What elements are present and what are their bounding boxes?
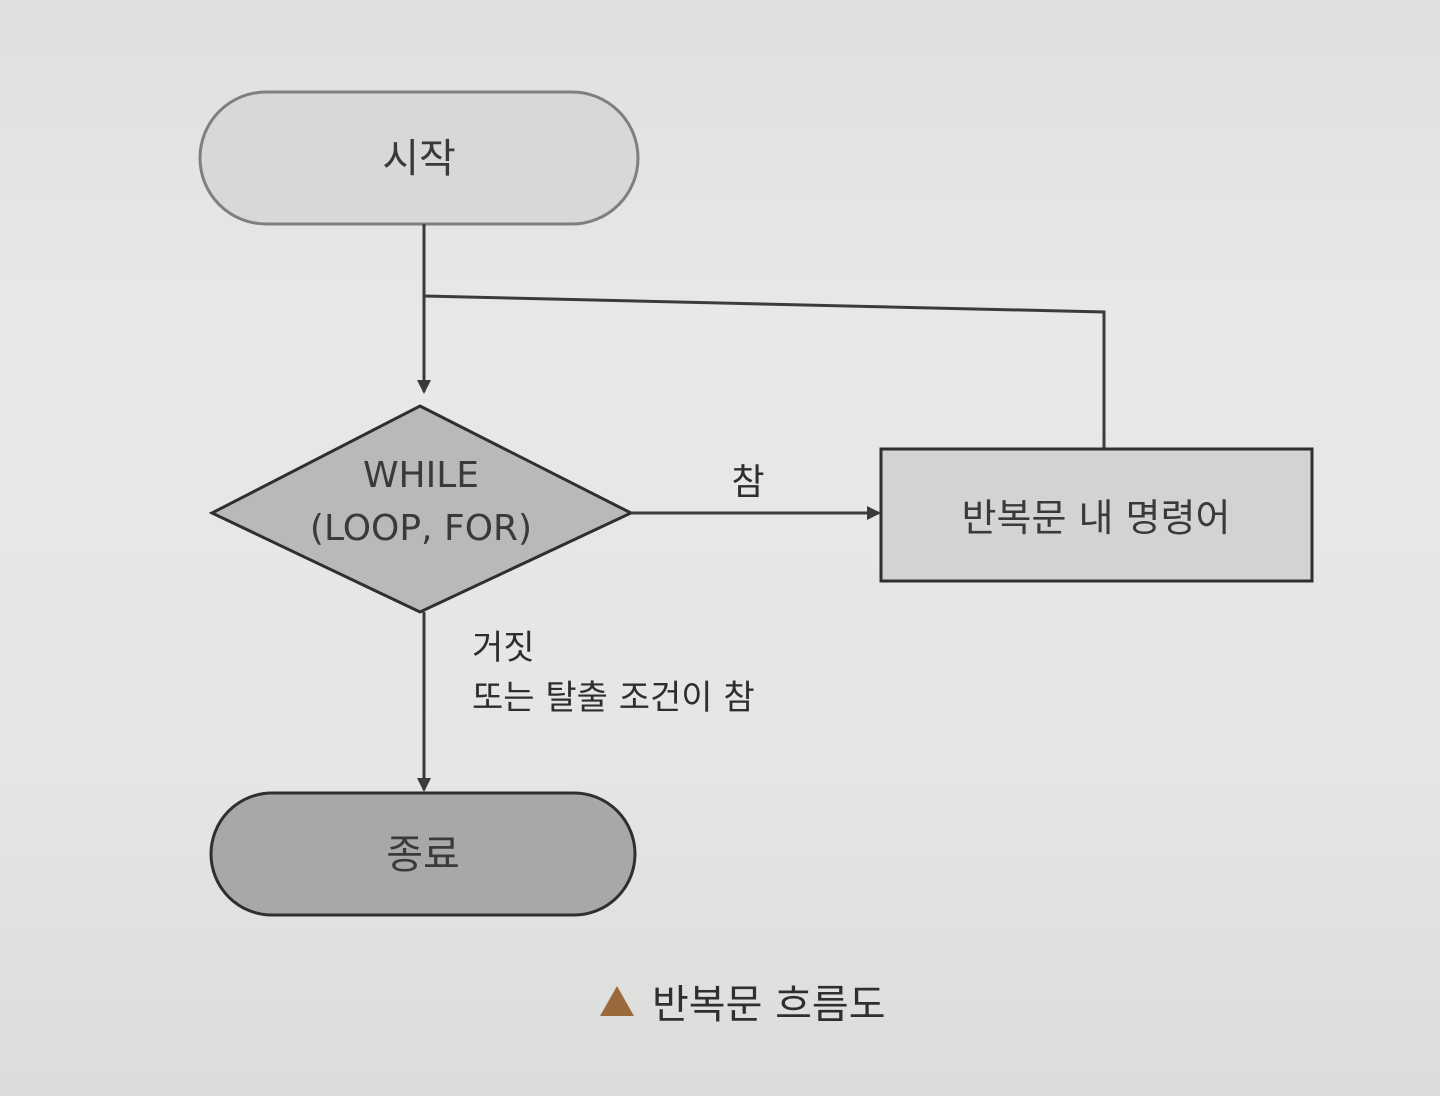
caption-text: 반복문 흐름도 xyxy=(652,982,886,1028)
false-edge: 거짓 또는 탈출 조건이 참 xyxy=(417,612,755,792)
false-edge-label-line2: 또는 탈출 조건이 참 xyxy=(472,678,755,718)
true-edge-label: 참 xyxy=(731,462,764,503)
start-label: 시작 xyxy=(382,136,456,182)
triangle-icon xyxy=(600,986,634,1016)
start-node: 시작 xyxy=(198,90,640,226)
end-label: 종료 xyxy=(386,832,460,878)
process-node: 반복문 내 명령어 xyxy=(879,447,1314,583)
decision-label-line1: WHILE xyxy=(363,455,479,496)
loop-back-line xyxy=(423,294,1106,449)
process-label: 반복문 내 명령어 xyxy=(962,496,1231,540)
true-edge: 참 xyxy=(631,462,881,520)
figure-caption: 반복문 흐름도 xyxy=(600,972,886,1030)
false-edge-label-line1: 거짓 xyxy=(472,628,535,668)
decision-node: WHILE (LOOP, FOR) xyxy=(208,404,635,614)
end-node: 종료 xyxy=(209,791,637,917)
decision-label-line2: (LOOP, FOR) xyxy=(310,508,532,549)
